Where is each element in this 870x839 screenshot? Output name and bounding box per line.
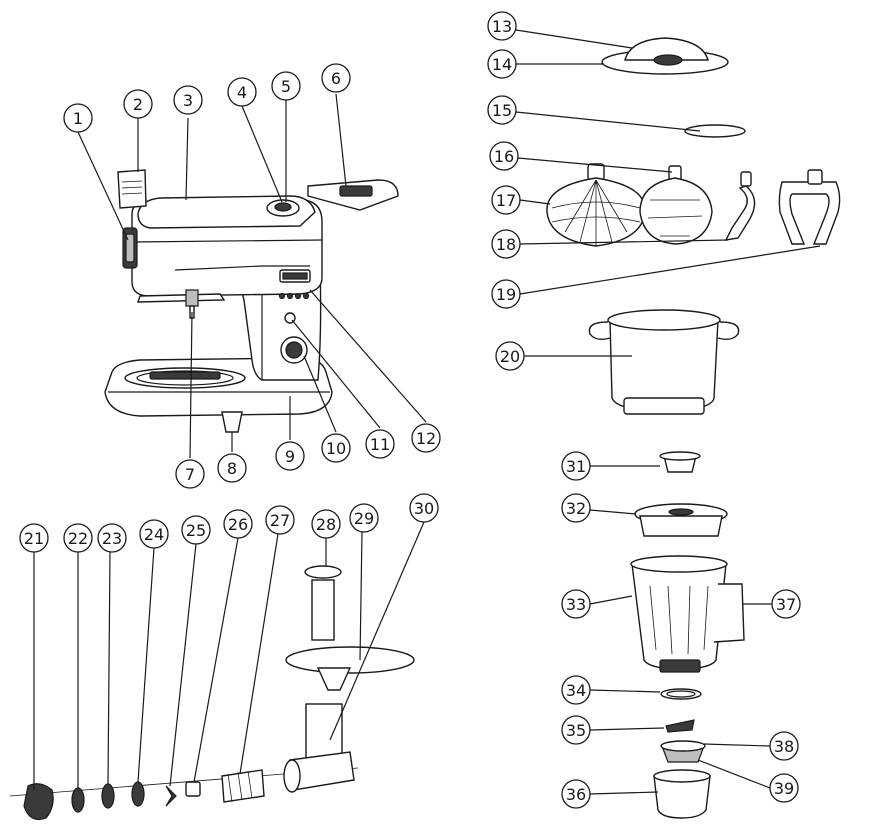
svg-text:11: 11 <box>370 435 390 454</box>
svg-text:22: 22 <box>68 529 88 548</box>
callout-12: 12 <box>411 423 441 453</box>
callout-7: 7 <box>175 459 205 489</box>
callout-13: 13 <box>487 11 517 41</box>
callout-27: 27 <box>265 505 295 535</box>
callout-20: 20 <box>495 341 525 371</box>
callout-10: 10 <box>321 433 351 463</box>
svg-text:18: 18 <box>496 235 516 254</box>
svg-text:21: 21 <box>24 529 44 548</box>
svg-text:28: 28 <box>316 515 336 534</box>
svg-text:26: 26 <box>228 515 248 534</box>
svg-text:39: 39 <box>774 779 794 798</box>
svg-text:34: 34 <box>566 681 586 700</box>
callout-8: 8 <box>217 453 247 483</box>
callout-35: 35 <box>561 715 591 745</box>
svg-text:29: 29 <box>354 509 374 528</box>
callout-1: 1 <box>63 103 93 133</box>
callout-4: 4 <box>227 77 257 107</box>
svg-text:10: 10 <box>326 439 346 458</box>
callout-14: 14 <box>487 49 517 79</box>
svg-text:16: 16 <box>494 147 514 166</box>
svg-text:14: 14 <box>492 55 512 74</box>
callout-34: 34 <box>561 675 591 705</box>
svg-text:19: 19 <box>496 285 516 304</box>
bowl-attachments <box>546 37 841 415</box>
callout-33: 33 <box>561 589 591 619</box>
svg-text:25: 25 <box>186 521 206 540</box>
svg-text:32: 32 <box>566 499 586 518</box>
svg-text:20: 20 <box>500 347 520 366</box>
callout-24: 24 <box>139 519 169 549</box>
svg-text:1: 1 <box>73 109 83 128</box>
callout-38: 38 <box>769 731 799 761</box>
svg-text:24: 24 <box>144 525 164 544</box>
callout-3: 3 <box>173 85 203 115</box>
callout-17: 17 <box>491 185 521 215</box>
callout-5: 5 <box>271 71 301 101</box>
callout-labels: 1 2 3 4 5 6 7 8 9 10 11 12 13 14 15 16 1… <box>19 11 801 809</box>
svg-text:7: 7 <box>185 465 195 484</box>
svg-text:15: 15 <box>492 101 512 120</box>
callout-2: 2 <box>123 89 153 119</box>
callout-19: 19 <box>491 279 521 309</box>
svg-text:35: 35 <box>566 721 586 740</box>
callout-32: 32 <box>561 493 591 523</box>
svg-text:37: 37 <box>776 595 796 614</box>
meat-grinder <box>9 565 415 821</box>
callout-21: 21 <box>19 523 49 553</box>
leader-lines <box>33 29 821 795</box>
callout-31: 31 <box>561 451 591 481</box>
svg-text:36: 36 <box>566 785 586 804</box>
svg-text:23: 23 <box>102 529 122 548</box>
svg-text:13: 13 <box>492 17 512 36</box>
svg-text:8: 8 <box>227 459 237 478</box>
svg-text:6: 6 <box>331 69 341 88</box>
svg-text:12: 12 <box>416 429 436 448</box>
svg-text:38: 38 <box>774 737 794 756</box>
callout-30: 30 <box>409 493 439 523</box>
callout-18: 18 <box>491 229 521 259</box>
svg-text:27: 27 <box>270 511 290 530</box>
blender <box>630 451 745 819</box>
svg-text:17: 17 <box>496 191 516 210</box>
callout-29: 29 <box>349 503 379 533</box>
callout-16: 16 <box>489 141 519 171</box>
callout-6: 6 <box>321 63 351 93</box>
svg-text:33: 33 <box>566 595 586 614</box>
callout-25: 25 <box>181 515 211 545</box>
callout-26: 26 <box>223 509 253 539</box>
callout-22: 22 <box>63 523 93 553</box>
callout-37: 37 <box>771 589 801 619</box>
svg-text:9: 9 <box>285 447 295 466</box>
svg-text:30: 30 <box>414 499 434 518</box>
callout-11: 11 <box>365 429 395 459</box>
callout-23: 23 <box>97 523 127 553</box>
callout-15: 15 <box>487 95 517 125</box>
callout-36: 36 <box>561 779 591 809</box>
callout-39: 39 <box>769 773 799 803</box>
callout-28: 28 <box>311 509 341 539</box>
svg-text:5: 5 <box>281 77 291 96</box>
svg-text:2: 2 <box>133 95 143 114</box>
svg-text:4: 4 <box>237 83 247 102</box>
callout-9: 9 <box>275 441 305 471</box>
svg-text:31: 31 <box>566 457 586 476</box>
svg-text:3: 3 <box>183 91 193 110</box>
stand-mixer <box>104 169 399 433</box>
